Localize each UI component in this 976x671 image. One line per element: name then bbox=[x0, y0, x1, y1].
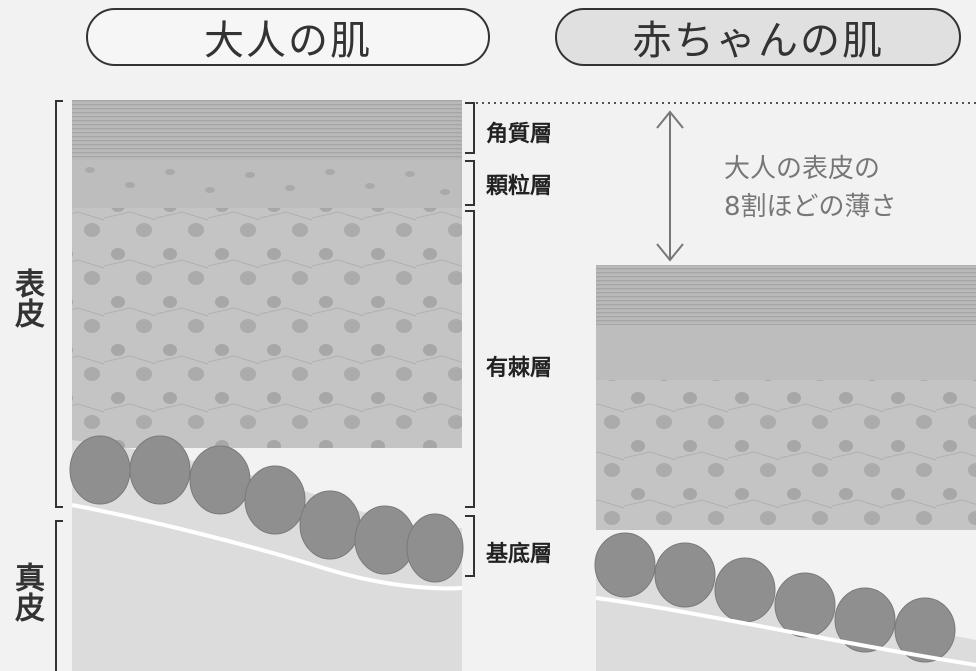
basale-bracket bbox=[465, 515, 475, 577]
thickness-arrow bbox=[656, 110, 684, 262]
comparison-note-line1: 大人の表皮の bbox=[724, 154, 881, 184]
baby-skin-block bbox=[594, 265, 976, 671]
stratum-granulosum-label: 顆粒層 bbox=[486, 174, 553, 199]
comparison-note-line2: 8割ほどの薄さ bbox=[724, 192, 897, 222]
granulosum-bracket bbox=[465, 160, 475, 206]
epidermis-label: 表皮 bbox=[6, 268, 46, 336]
dermis-label-text: 真皮 bbox=[9, 562, 44, 622]
baby-skin-title-text: 赤ちゃんの肌 bbox=[632, 18, 884, 64]
epidermis-bracket bbox=[55, 100, 63, 508]
epidermis-label-text: 表皮 bbox=[9, 268, 44, 328]
adult-skin-title-text: 大人の肌 bbox=[204, 18, 372, 64]
stratum-corneum-label: 角質層 bbox=[486, 122, 553, 147]
stratum-basale-label: 基底層 bbox=[486, 542, 553, 567]
comparison-note: 大人の表皮の 8割ほどの薄さ bbox=[724, 150, 897, 226]
adult-skin-block bbox=[69, 100, 464, 671]
corneum-bracket bbox=[465, 102, 475, 154]
dermis-label: 真皮 bbox=[6, 562, 46, 630]
stratum-spinosum-label: 有棘層 bbox=[486, 356, 553, 381]
adult-skin-title: 大人の肌 bbox=[86, 8, 490, 66]
dermis-bracket bbox=[55, 520, 63, 671]
baby-skin-title: 赤ちゃんの肌 bbox=[555, 8, 961, 66]
spinosum-bracket bbox=[465, 210, 475, 508]
